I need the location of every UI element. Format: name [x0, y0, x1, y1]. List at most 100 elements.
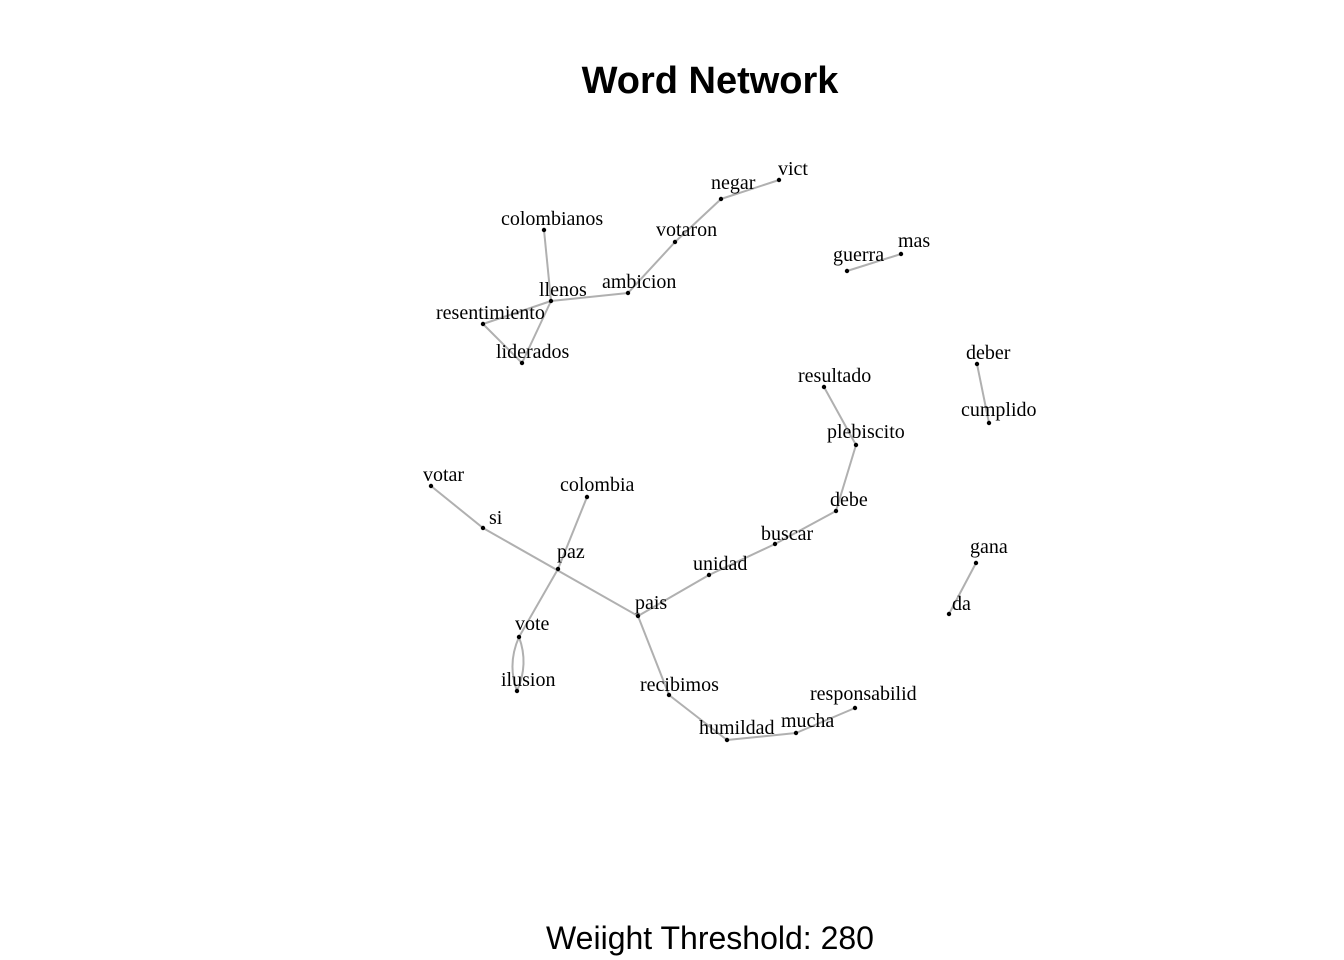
- chart-title: Word Network: [582, 60, 840, 102]
- node-responsabilid: responsabilid: [810, 683, 917, 711]
- node-label: vict: [778, 158, 808, 180]
- node-colombia: colombia: [560, 474, 635, 500]
- node-dot: [666, 692, 672, 698]
- node-buscar: buscar: [761, 523, 814, 547]
- node-pais: pais: [635, 592, 667, 619]
- node-mucha: mucha: [781, 710, 834, 736]
- node-dot: [514, 688, 520, 694]
- node-label: debe: [830, 489, 868, 511]
- edge-si-pais: [482, 527, 639, 617]
- node-dot: [724, 737, 730, 743]
- node-dot: [548, 298, 554, 304]
- node-da: da: [946, 593, 971, 617]
- node-label: mas: [898, 230, 930, 252]
- edge-colombia-paz: [557, 496, 588, 570]
- node-colombianos: colombianos: [501, 208, 603, 233]
- node-votaron: votaron: [656, 219, 717, 245]
- node-dot: [776, 177, 782, 183]
- node-label: colombia: [560, 474, 635, 496]
- edge-resultado-plebiscito: [823, 386, 857, 446]
- edge-debe-buscar: [774, 510, 837, 545]
- node-debe: debe: [830, 489, 868, 514]
- edge-plebiscito-debe: [835, 444, 857, 512]
- edge-deber-cumplido: [976, 363, 990, 424]
- node-dot: [852, 705, 858, 711]
- edge-mucha-responsabilid: [795, 707, 856, 734]
- node-vote: vote: [515, 613, 550, 640]
- edge-votaron-ambicion: [627, 241, 676, 294]
- node-dot: [625, 290, 631, 296]
- edge-llenos-liderados: [521, 300, 552, 364]
- node-resultado: resultado: [798, 365, 871, 390]
- node-llenos: llenos: [539, 279, 587, 304]
- node-humildad: humildad: [699, 717, 775, 743]
- node-label: buscar: [761, 523, 814, 545]
- node-dot: [853, 442, 859, 448]
- node-dot: [672, 239, 678, 245]
- edge-guerra-mas: [846, 253, 902, 272]
- node-ambicion: ambicion: [602, 271, 676, 296]
- node-dot: [516, 634, 522, 640]
- node-gana: gana: [970, 536, 1008, 566]
- node-si: si: [480, 507, 503, 531]
- node-recibimos: recibimos: [640, 674, 719, 698]
- node-dot: [718, 196, 724, 202]
- edge-votar-si: [430, 485, 484, 529]
- edge-gana-da: [948, 562, 977, 615]
- node-label: plebiscito: [827, 421, 905, 443]
- node-dot: [898, 251, 904, 257]
- node-dot: [555, 566, 561, 572]
- edge-humildad-mucha: [726, 732, 797, 741]
- edge-vote-ilusion: [516, 636, 525, 692]
- node-dot: [480, 321, 486, 327]
- node-dot: [428, 483, 434, 489]
- node-label: unidad: [693, 553, 747, 575]
- edge-recibimos-humildad: [668, 694, 728, 741]
- node-dot: [541, 227, 547, 233]
- edge-pais-recibimos: [637, 615, 670, 696]
- node-label: resentimiento: [436, 302, 545, 324]
- edge-buscar-unidad: [708, 543, 776, 576]
- node-mas: mas: [898, 230, 930, 257]
- node-liderados: liderados: [496, 341, 570, 366]
- node-label: negar: [711, 172, 756, 194]
- edge-vict-negar: [720, 179, 780, 200]
- node-votar: votar: [423, 464, 464, 489]
- node-label: da: [952, 593, 971, 615]
- node-dot: [584, 494, 590, 500]
- node-cumplido: cumplido: [961, 399, 1037, 426]
- node-dot: [706, 572, 712, 578]
- node-dot: [833, 508, 839, 514]
- node-dot: [519, 360, 525, 366]
- node-guerra: guerra: [833, 244, 884, 274]
- node-label: llenos: [539, 279, 587, 301]
- node-label: liderados: [496, 341, 570, 363]
- node-label: mucha: [781, 710, 834, 732]
- network-nodes: vict negar colombianos votaron guerra mas ambi…: [423, 158, 1037, 743]
- edge-resentimiento-liderados: [482, 323, 523, 364]
- node-paz: paz: [555, 541, 585, 572]
- node-label: vote: [515, 613, 550, 635]
- network-edges: [430, 179, 990, 741]
- node-label: colombianos: [501, 208, 603, 230]
- node-label: responsabilid: [810, 683, 917, 705]
- edge-ambicion-llenos: [550, 292, 629, 302]
- node-dot: [821, 384, 827, 390]
- node-label: votar: [423, 464, 464, 486]
- node-vict: vict: [776, 158, 808, 183]
- node-negar: negar: [711, 172, 756, 202]
- node-label: pais: [635, 592, 667, 614]
- node-label: resultado: [798, 365, 871, 387]
- edge-colombianos-llenos: [543, 229, 552, 302]
- node-label: deber: [966, 342, 1011, 364]
- edge-vote-ilusion: [511, 636, 520, 692]
- node-plebiscito: plebiscito: [827, 421, 905, 448]
- node-dot: [844, 268, 850, 274]
- node-label: ambicion: [602, 271, 676, 293]
- node-label: votaron: [656, 219, 717, 241]
- node-dot: [986, 420, 992, 426]
- edge-negar-votaron: [674, 198, 722, 243]
- node-label: recibimos: [640, 674, 719, 696]
- edge-paz-vote: [518, 568, 559, 638]
